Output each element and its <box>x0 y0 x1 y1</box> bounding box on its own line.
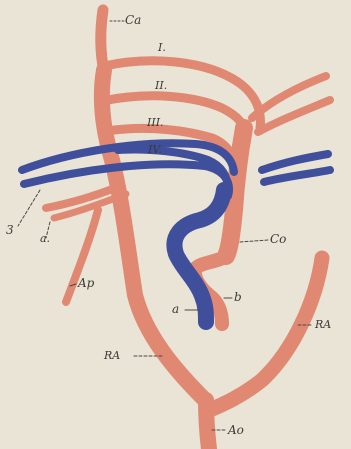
right-branch-upper <box>252 76 326 118</box>
label-3: 3 <box>6 224 14 236</box>
label-a: a <box>172 303 179 315</box>
label-a-small: a. <box>40 233 50 244</box>
right-aortic-root <box>210 258 322 410</box>
label-ao: Ao <box>228 424 244 436</box>
label-arch-3: III. <box>147 117 164 128</box>
label-arch-4: IV. <box>148 144 162 155</box>
label-ra-right: RA <box>315 319 331 330</box>
label-arch-1: I. <box>158 42 166 53</box>
label-ap: Ap <box>78 277 94 289</box>
label-co: Co <box>270 233 286 245</box>
label-b: b <box>234 291 242 303</box>
vein-right-upper <box>262 154 328 170</box>
label-ca: Ca <box>125 14 141 26</box>
label-ra-left: RA <box>104 350 120 361</box>
label-arch-2: II. <box>155 80 167 91</box>
aorta <box>206 400 209 449</box>
vein-right-lower <box>264 170 330 182</box>
